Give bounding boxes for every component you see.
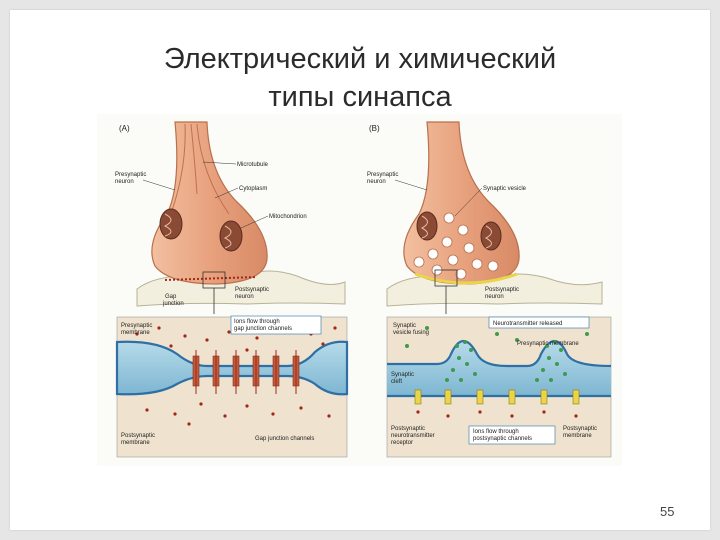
- leader-line: [143, 180, 175, 190]
- label-presynaptic-membrane-b: Presynaptic membrane: [517, 341, 579, 347]
- panel-a-tag: (A): [119, 124, 130, 133]
- panel-b-tag: (B): [369, 124, 380, 133]
- label-microtubule: Microtubule: [237, 162, 269, 168]
- slide-title-line-1: Электрический и химический: [0, 42, 720, 76]
- leader-line: [395, 180, 427, 190]
- label-mitochondrion: Mitochondrion: [269, 214, 307, 220]
- mitochondrion-a: [160, 209, 182, 239]
- label-cytoplasm: Cytoplasm: [239, 186, 267, 192]
- mitochondrion-a: [220, 221, 242, 251]
- mitochondrion-b: [417, 212, 437, 240]
- mitochondrion-b: [481, 222, 501, 250]
- label-neurotransmitter-released: Neurotransmitter released: [493, 321, 562, 327]
- label-gap-junction-channels: Gap junction channels: [255, 436, 314, 442]
- page-number: 55: [660, 504, 674, 519]
- label-synaptic-vesicle: Synaptic vesicle: [483, 186, 527, 192]
- slide-title-line-2: типы синапса: [0, 80, 720, 114]
- presynaptic-terminal-a: [152, 122, 267, 284]
